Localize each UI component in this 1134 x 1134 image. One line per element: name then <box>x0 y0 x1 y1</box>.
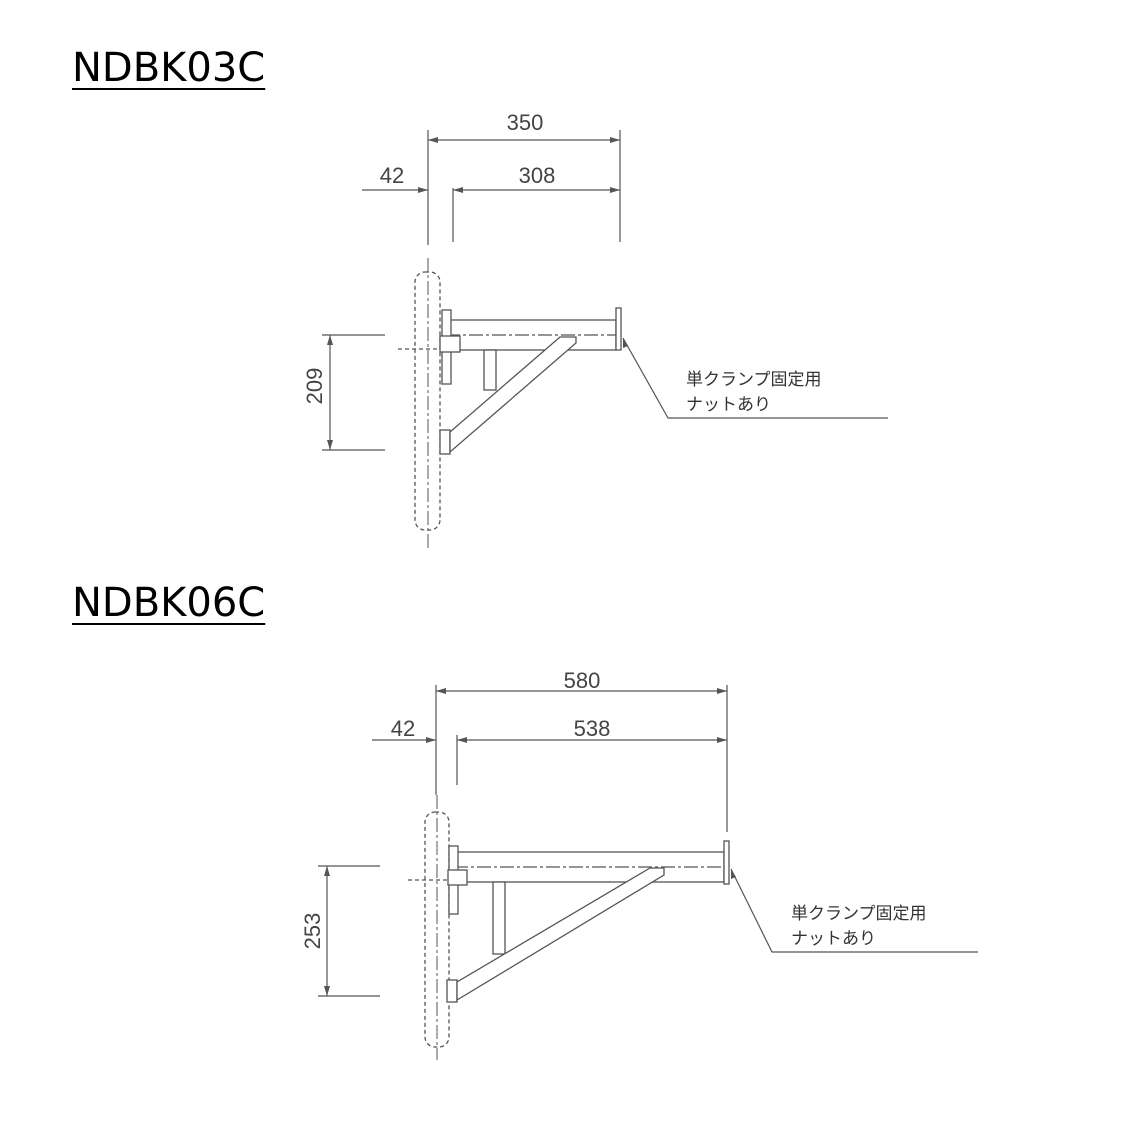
dimension-value: 308 <box>519 163 556 188</box>
bracket-drawing-ndbk06c: 580 42 538 253 <box>300 668 978 1060</box>
scaffold-pipe <box>424 795 450 1060</box>
dimension-value: 253 <box>300 913 325 950</box>
annotation-clamp-nut: 単クランプ固定用 ナットあり <box>730 868 978 953</box>
dimension-height: 253 <box>300 865 380 997</box>
note-line: ナットあり <box>686 395 771 415</box>
bracket-body <box>408 840 730 1003</box>
dimension-value: 209 <box>302 368 327 405</box>
dimension-height: 209 <box>302 334 385 451</box>
dimension-total-length: 350 <box>427 110 621 245</box>
note-line: 単クランプ固定用 <box>686 370 822 390</box>
dimension-value: 42 <box>391 716 415 741</box>
dimension-value: 580 <box>564 668 601 693</box>
annotation-clamp-nut: 単クランプ固定用 ナットあり <box>622 337 888 419</box>
dimension-total-length: 580 <box>435 668 728 832</box>
model-title-ndbk06c: NDBK06C <box>72 580 266 626</box>
dimension-arm-length: 42 538 <box>372 716 727 785</box>
note-line: ナットあり <box>791 929 876 949</box>
dimension-value: 538 <box>574 716 611 741</box>
note-line: 単クランプ固定用 <box>791 904 927 924</box>
model-title-ndbk03c: NDBK03C <box>72 45 266 91</box>
dimension-value: 350 <box>507 110 544 135</box>
scaffold-pipe <box>414 258 441 550</box>
dimension-arm-length: 42 308 <box>362 163 620 242</box>
dimension-value: 42 <box>380 163 404 188</box>
bracket-body <box>398 307 622 455</box>
bracket-drawing-ndbk03c: 350 42 308 209 <box>302 110 888 550</box>
